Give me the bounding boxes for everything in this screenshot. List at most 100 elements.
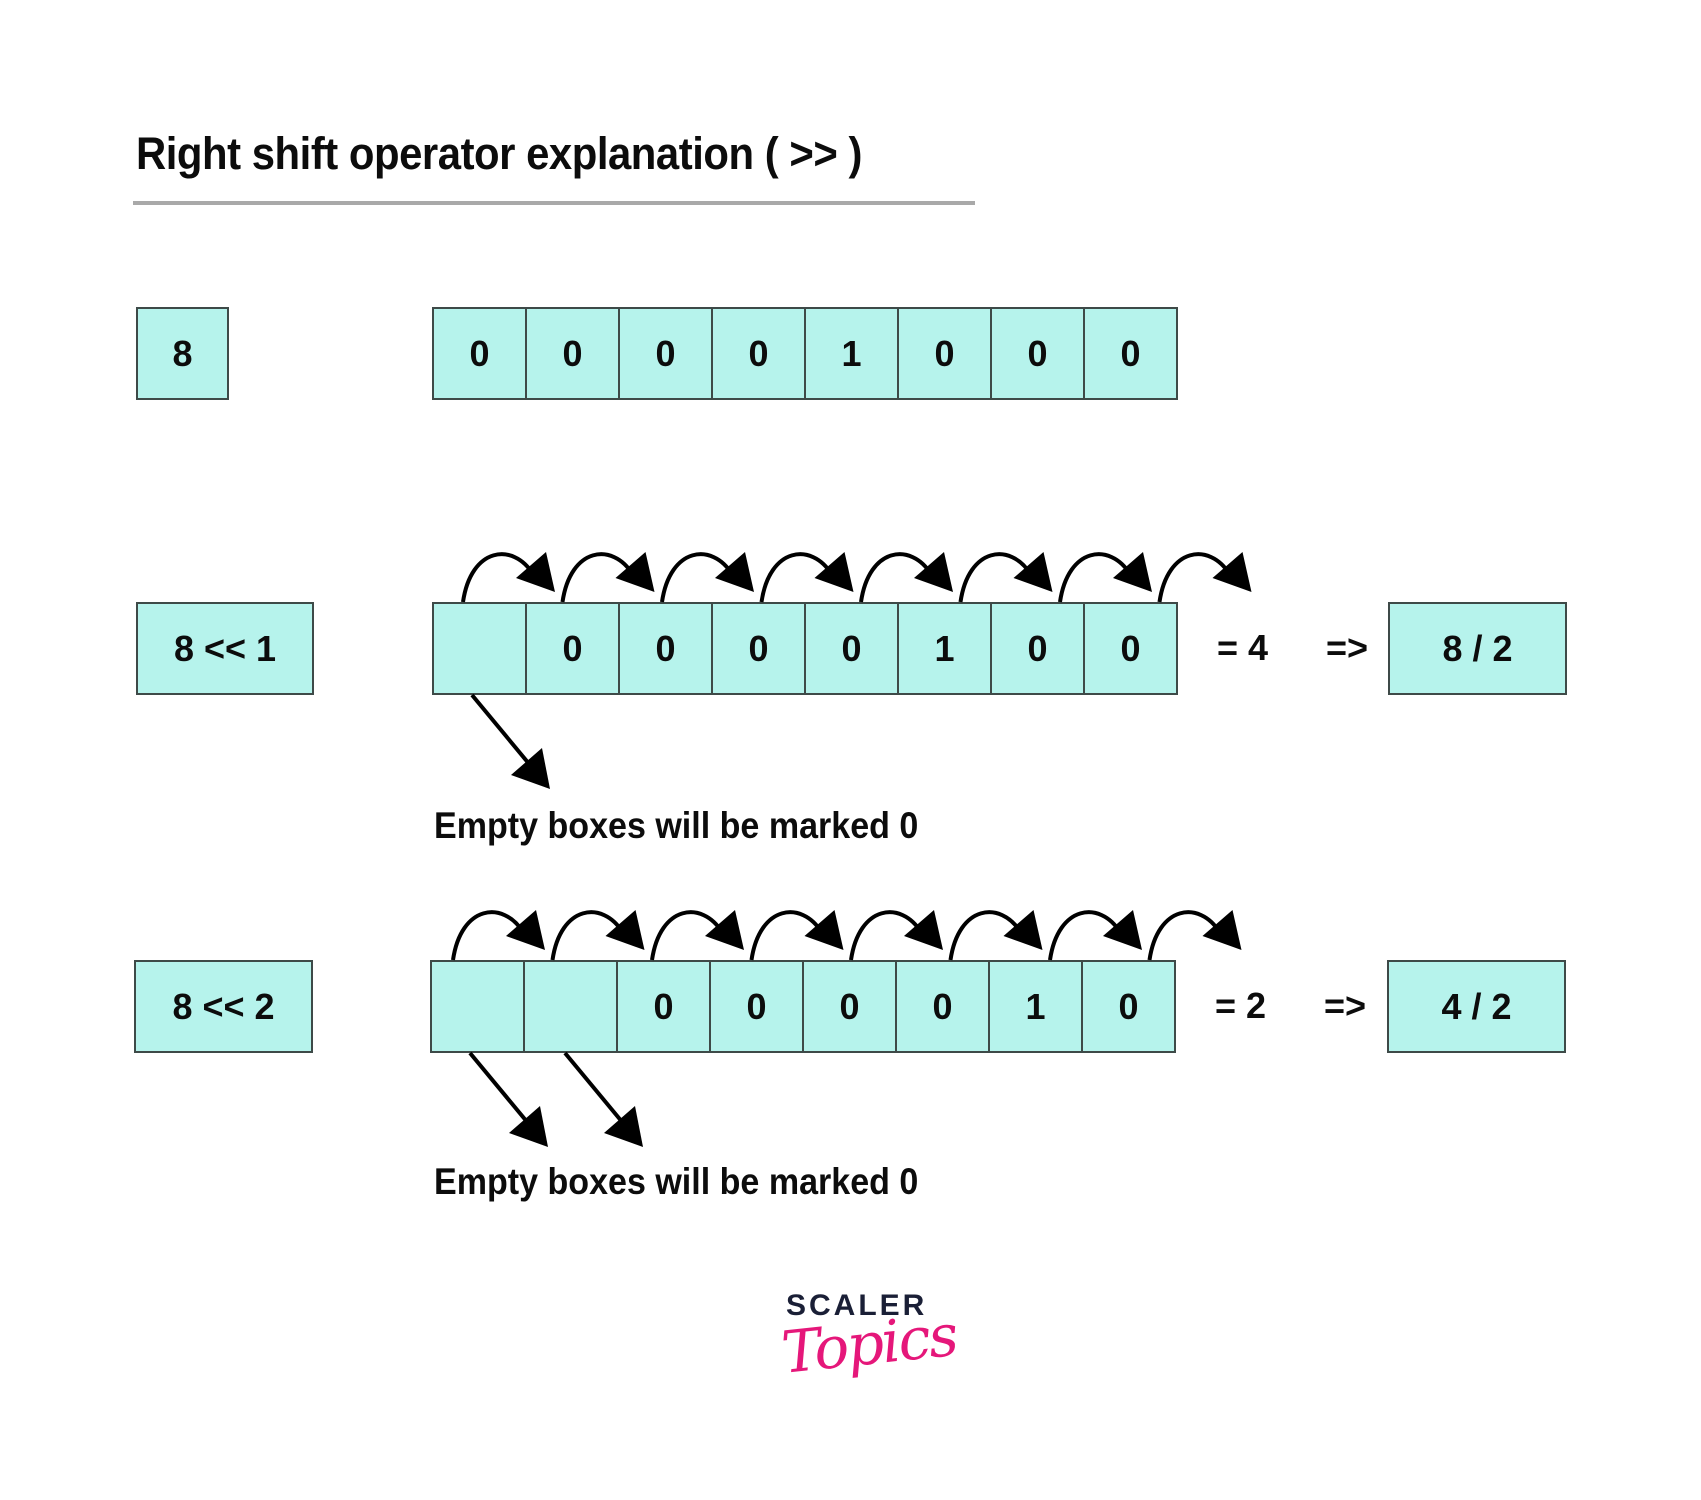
shift-arrowhead-icon (615, 552, 655, 592)
bit-value: 1 (1025, 985, 1046, 1027)
bit-cell: 0 (1083, 602, 1178, 695)
title-underline (133, 201, 975, 205)
shift-arrowhead-icon (506, 910, 545, 950)
bit-cell: 0 (990, 307, 1085, 400)
bit-value: 1 (841, 332, 862, 374)
bit-cell: 1 (804, 307, 899, 400)
bit-cell: 0 (709, 960, 804, 1053)
row-2-result: 8 / 2 (1442, 627, 1513, 669)
row-2-empty-note: Empty boxes will be marked 0 (434, 805, 919, 846)
bit-cell: 0 (525, 602, 620, 695)
shift-arrow-curve (550, 910, 625, 961)
row-2-result-box: 8 / 2 (1388, 602, 1567, 695)
shift-arrowhead-icon (1003, 910, 1043, 950)
row-2-label: 8 << 1 (173, 627, 277, 669)
bit-value: 1 (934, 627, 955, 669)
shift-arrow-curve (1058, 552, 1132, 603)
shift-arrow-curve (1147, 910, 1222, 961)
bit-cell: 0 (895, 960, 990, 1053)
bit-value: 0 (655, 627, 676, 669)
shift-arrowhead-icon (516, 552, 555, 592)
bit-value: 0 (748, 332, 769, 374)
empty-arrowhead-icon (509, 1106, 548, 1147)
bit-value: 0 (1120, 627, 1141, 669)
bit-value: 0 (1027, 332, 1048, 374)
shift-arrow-curve (1048, 910, 1122, 961)
row-3-bit-array: 0 0 0 0 1 0 (430, 960, 1176, 1053)
diagram-title: Right shift operator explanation ( >> ) (136, 128, 862, 179)
bit-cell: 1 (897, 602, 992, 695)
shift-arrowhead-icon (1113, 552, 1152, 592)
bit-cell: 0 (711, 307, 806, 400)
bit-value: 0 (934, 332, 955, 374)
bit-value: 0 (932, 985, 953, 1027)
row-1-label: 8 (172, 332, 193, 374)
shift-arrowhead-icon (1212, 552, 1252, 592)
bit-cell: 0 (525, 307, 620, 400)
row-2-equals-value: = 4 (1217, 627, 1269, 668)
empty-arrow-line (470, 693, 532, 767)
empty-arrowhead-icon (604, 1106, 643, 1147)
row-2-implies-symbol: => (1326, 627, 1369, 668)
empty-bit-cell (432, 602, 527, 695)
bit-cell: 0 (616, 960, 711, 1053)
bit-value: 0 (1118, 985, 1139, 1027)
bit-cell: 0 (618, 602, 713, 695)
empty-arrowhead-icon (511, 748, 550, 789)
shift-arrowhead-icon (904, 910, 943, 950)
shift-arrowhead-icon (715, 552, 754, 592)
logo-brand-text: SCALER (786, 1289, 928, 1322)
shift-arrow-curve (749, 910, 824, 961)
row-2-bit-array: 0 0 0 0 1 0 0 (432, 602, 1178, 695)
empty-bit-cell (523, 960, 618, 1053)
row-2-label-box: 8 << 1 (136, 602, 314, 695)
shift-arrow-curve (948, 910, 1023, 961)
bit-cell: 0 (432, 307, 527, 400)
row-1-bit-array: 0 0 0 0 1 0 0 0 (432, 307, 1178, 400)
shift-arrowhead-icon (804, 910, 844, 950)
shift-arrowhead-icon (705, 910, 744, 950)
shift-arrow-curve (560, 552, 635, 603)
scaler-topics-logo: SCALER Topics (760, 1285, 959, 1415)
empty-arrow-line (563, 1051, 625, 1125)
row-3-result-box: 4 / 2 (1387, 960, 1566, 1053)
bit-cell: 0 (802, 960, 897, 1053)
shift-arrowhead-icon (1013, 552, 1053, 592)
shift-arrow-curve (958, 552, 1033, 603)
row-3-shift-arrows (451, 910, 1242, 961)
shift-arrow-curve (451, 910, 525, 961)
row-3-label: 8 << 2 (172, 985, 275, 1027)
empty-arrow-line (468, 1051, 530, 1125)
shift-arrowhead-icon (914, 552, 953, 592)
bit-value: 0 (562, 332, 583, 374)
empty-bit-cell (430, 960, 525, 1053)
shift-arrow-curve (1157, 552, 1232, 603)
shift-arrowhead-icon (814, 552, 854, 592)
row-2-shift-arrows (461, 552, 1252, 603)
bit-value: 0 (839, 985, 860, 1027)
bit-cell: 0 (711, 602, 806, 695)
shift-arrowhead-icon (1103, 910, 1142, 950)
shift-arrow-curve (759, 552, 834, 603)
bit-cell: 0 (897, 307, 992, 400)
bit-value: 0 (655, 332, 676, 374)
bit-value: 0 (1120, 332, 1141, 374)
shift-arrow-curve (849, 910, 923, 961)
bit-value: 0 (748, 627, 769, 669)
bit-cell: 0 (1083, 307, 1178, 400)
shift-arrow-curve (461, 552, 535, 603)
shift-arrow-curve (650, 910, 724, 961)
bit-cell: 0 (804, 602, 899, 695)
row-3-label-box: 8 << 2 (134, 960, 313, 1053)
row-3-implies-symbol: => (1324, 985, 1367, 1026)
row-3-empty-note: Empty boxes will be marked 0 (434, 1161, 919, 1202)
row-3-empty-arrows (468, 1051, 643, 1147)
bit-value: 0 (653, 985, 674, 1027)
bit-value: 0 (562, 627, 583, 669)
bit-value: 0 (469, 332, 490, 374)
shift-arrow-curve (859, 552, 933, 603)
bit-value: 0 (841, 627, 862, 669)
bit-value: 0 (1027, 627, 1048, 669)
bit-cell: 0 (618, 307, 713, 400)
